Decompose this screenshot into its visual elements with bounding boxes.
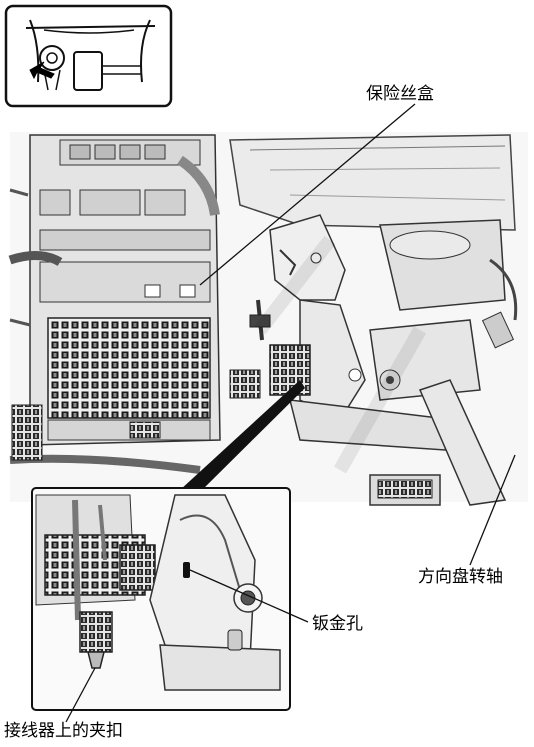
locator-arrow-icon bbox=[29, 61, 55, 80]
leader-fuse-box bbox=[199, 103, 416, 286]
connector-clip bbox=[87, 651, 105, 669]
bracket bbox=[269, 214, 457, 451]
fuse-box bbox=[29, 134, 221, 446]
leader-lines bbox=[65, 103, 516, 723]
steering-column bbox=[369, 219, 518, 506]
leader-connector-clip bbox=[65, 667, 96, 723]
leader-sheet-metal-hole bbox=[189, 569, 309, 623]
main-illustration bbox=[8, 132, 528, 506]
fuse-array bbox=[47, 317, 211, 419]
label-sheet-metal-hole: 钣金孔 bbox=[312, 614, 363, 634]
label-steering-shaft: 方向盘转轴 bbox=[418, 567, 503, 587]
watermark-graphic bbox=[254, 235, 427, 474]
label-connector-clip: 接线器上的夹扣 bbox=[4, 721, 123, 741]
sheet-metal-hole bbox=[183, 562, 190, 578]
label-fuse-box: 保险丝盒 bbox=[366, 84, 434, 104]
inset-detail bbox=[31, 487, 291, 711]
locator-thumbnail bbox=[4, 4, 173, 108]
leader-steering-shaft bbox=[469, 454, 516, 566]
